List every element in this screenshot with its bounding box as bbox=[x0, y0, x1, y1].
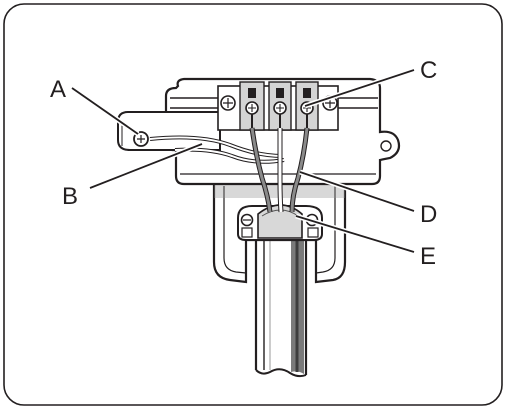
callout-label-b: B bbox=[62, 183, 78, 210]
callout-label-c: C bbox=[420, 57, 437, 84]
callout-label-a: A bbox=[50, 76, 66, 103]
callout-labels: A B C D E bbox=[50, 57, 437, 270]
callout-label-e: E bbox=[420, 243, 436, 270]
callout-label-d: D bbox=[420, 201, 437, 228]
strain-relief-clamp bbox=[237, 204, 323, 241]
ground-bracket bbox=[117, 111, 221, 151]
callout-leaders bbox=[70, 67, 415, 255]
